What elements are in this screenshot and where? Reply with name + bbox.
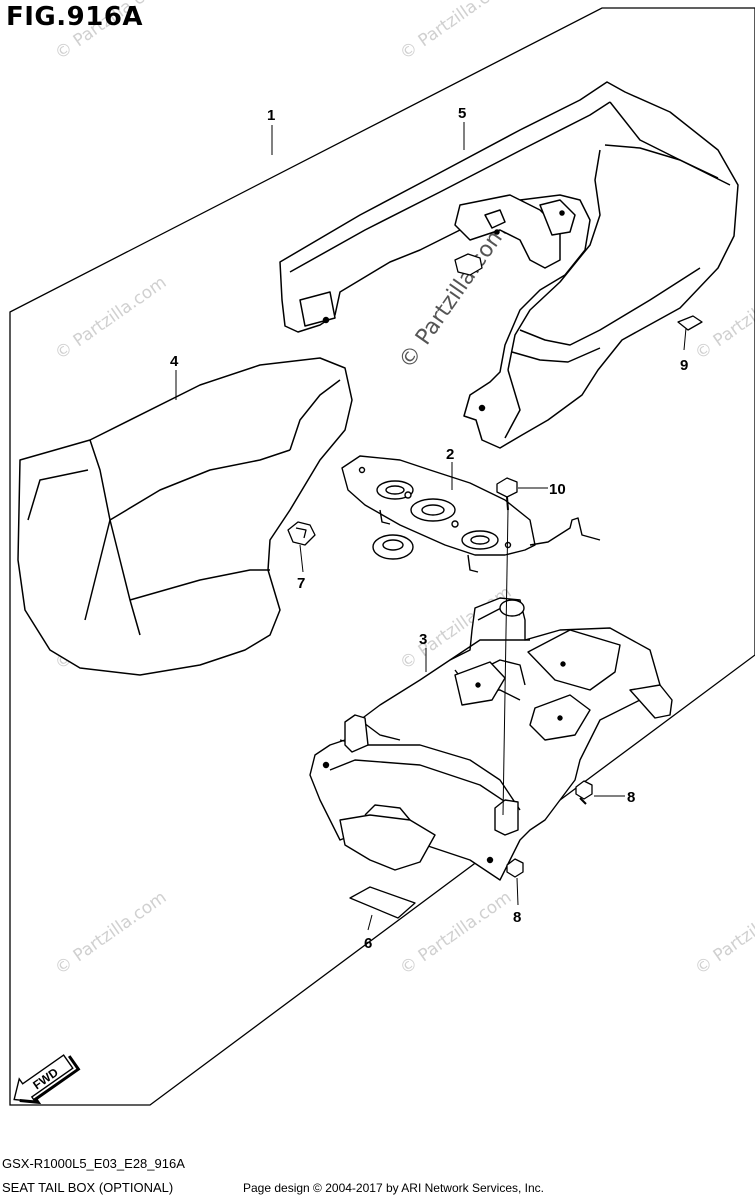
model-code: GSX-R1000L5_E03_E28_916A bbox=[2, 1156, 185, 1171]
callout-7: 7 bbox=[297, 575, 305, 592]
watermark: © Partzilla.com bbox=[396, 0, 515, 64]
leader-lines bbox=[175, 122, 687, 931]
mounting-plate-part bbox=[341, 455, 601, 573]
screw-part-10 bbox=[496, 477, 518, 498]
figure-caption: SEAT TAIL BOX (OPTIONAL) bbox=[2, 1180, 174, 1195]
callout-8-lower: 8 bbox=[513, 909, 521, 926]
fwd-arrow-icon: FWD bbox=[13, 1054, 81, 1105]
callout-3: 3 bbox=[419, 631, 427, 648]
pad-part-6 bbox=[349, 886, 416, 919]
clip-part-7b bbox=[454, 253, 483, 276]
seat-cowl-part bbox=[17, 357, 353, 676]
base-bracket-part bbox=[309, 597, 673, 881]
pad-part-9 bbox=[677, 315, 703, 331]
figure-title: FIG.916A bbox=[6, 2, 144, 32]
callout-2: 2 bbox=[446, 446, 454, 463]
screw-part-8b bbox=[506, 858, 524, 878]
callout-10: 10 bbox=[549, 481, 566, 498]
watermark: © Partzilla.com bbox=[51, 272, 170, 364]
callout-8-upper: 8 bbox=[627, 789, 635, 806]
clip-part-7 bbox=[287, 521, 316, 546]
small-parts bbox=[287, 253, 703, 919]
watermark: © Partzilla.com bbox=[691, 887, 755, 979]
watermark: © Partzilla.com bbox=[396, 887, 515, 979]
page-credit: Page design © 2004-2017 by ARI Network S… bbox=[243, 1181, 545, 1195]
tail-cover-part bbox=[279, 81, 739, 449]
callout-9: 9 bbox=[680, 357, 688, 374]
callout-6: 6 bbox=[364, 935, 372, 952]
callout-labels: 1 2 3 4 5 6 7 8 8 9 10 bbox=[170, 105, 688, 952]
screw-part-8a bbox=[575, 780, 593, 800]
assembly-line bbox=[502, 509, 509, 816]
kit-boundary bbox=[9, 7, 755, 1106]
callout-4: 4 bbox=[170, 353, 179, 370]
callout-5: 5 bbox=[458, 105, 466, 122]
watermark: © Partzilla.com bbox=[51, 887, 170, 979]
callout-1: 1 bbox=[267, 107, 275, 124]
